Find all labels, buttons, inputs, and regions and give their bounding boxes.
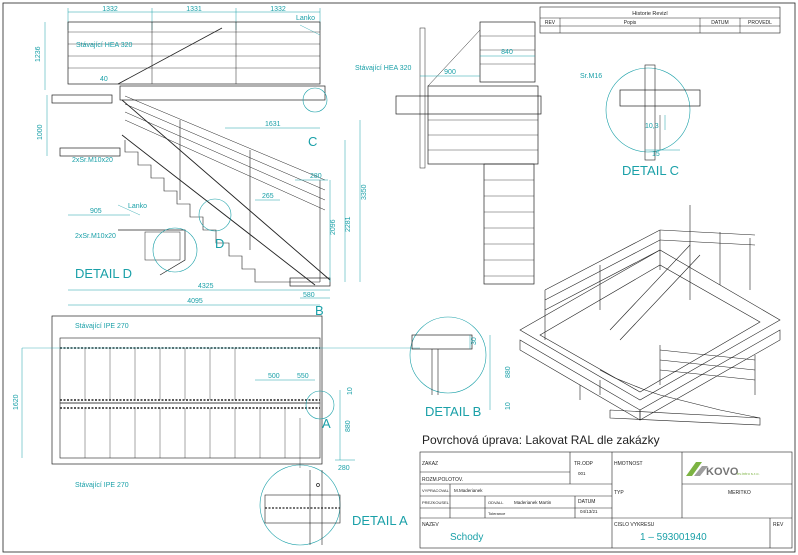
tb-odvall-label: ODVALL: [488, 500, 504, 505]
revision-table: Historie Revizí REV Popis DATUM PROVEDL: [539, 6, 781, 34]
dim-top-3: 1332: [270, 6, 286, 13]
tb-datum-value: 04/13/21: [580, 509, 598, 514]
revision-title: Historie Revizí: [632, 11, 668, 17]
label-screw-left: 2xSr.M10x20: [72, 157, 113, 164]
title-block: [419, 451, 793, 549]
side-elevation-view: [44, 8, 361, 299]
label-hea-right: Stávající HEA 320: [355, 65, 412, 72]
dim-40: 40: [100, 76, 108, 83]
front-view: [395, 21, 542, 285]
tb-meritko-label: MERITKO: [728, 490, 751, 496]
tb-odvall-value: Maderianek Martin: [514, 500, 552, 505]
dim-2281: 2281: [345, 216, 352, 232]
detail-b-view: [409, 316, 491, 410]
tb-rev-label: REV: [773, 522, 784, 528]
logo-sub: hv.intro s.r.o.: [737, 471, 760, 476]
rev-col-popis: Popis: [624, 20, 637, 26]
tb-cislo-value: 1 – 593001940: [640, 532, 707, 543]
dim-550: 550: [297, 373, 309, 380]
tb-prezkousel-label: PREZKOUSEL: [422, 500, 450, 505]
logo-text: KOVO: [706, 466, 739, 478]
detail-a-label: DETAIL A: [352, 513, 408, 528]
dim-840: 840: [501, 49, 513, 56]
dim-4325: 4325: [198, 283, 214, 290]
tb-cislo-label: CISLO VYKRESU: [614, 522, 655, 528]
detail-b-label: DETAIL B: [425, 404, 481, 419]
detail-c-view: [605, 64, 701, 161]
tb-vypracoval-label: VYPRACOVAL: [422, 488, 450, 493]
dim-10b: 10: [505, 402, 512, 410]
kovo-logo: KOVO hv.intro s.r.o.: [686, 462, 760, 478]
label-lanko-mid: Lanko: [128, 203, 147, 210]
dim-580: 580: [303, 292, 315, 299]
label-screw-c: Sr.M16: [580, 73, 602, 80]
dim-280b: 280: [338, 465, 350, 472]
dim-10-3: 10,3: [645, 123, 659, 130]
dim-1236: 1236: [35, 46, 42, 62]
dim-top-1: 1332: [102, 6, 118, 13]
dim-905: 905: [90, 208, 102, 215]
tb-datum-label: DATUM: [578, 499, 595, 505]
tb-tr-odp-label: TR.ODP: [574, 461, 594, 467]
tb-tr-odp-value: 001: [578, 471, 586, 476]
rev-col-rev: REV: [545, 20, 556, 26]
dim-30: 30: [471, 337, 478, 345]
tb-nazev-label: NAZEV: [422, 522, 439, 528]
detail-d-label: DETAIL D: [75, 266, 132, 281]
marker-c: C: [308, 134, 317, 149]
label-ipe-bottom: Stávající IPE 270: [75, 482, 129, 489]
tb-tolerance-label: Tolerance: [488, 511, 506, 516]
label-hea-left: Stávající HEA 320: [76, 42, 133, 49]
label-ipe-top: Stávající IPE 270: [75, 323, 129, 330]
dim-2096: 2096: [330, 219, 337, 235]
isometric-view: [519, 205, 781, 426]
dim-1631: 1631: [265, 121, 281, 128]
rev-col-datum: DATUM: [711, 20, 728, 26]
rev-col-provedl: PROVEDL: [748, 20, 772, 26]
marker-d: D: [215, 236, 224, 251]
dim-4095: 4095: [187, 298, 203, 305]
dim-1620: 1620: [13, 394, 20, 410]
dim-1000: 1000: [37, 124, 44, 140]
dim-280: 280: [310, 173, 322, 180]
label-lanko-top: Lanko: [296, 15, 315, 22]
tb-zakaz-label: ZAKAZ: [422, 461, 438, 467]
dim-10a: 10: [347, 387, 354, 395]
dim-500: 500: [268, 373, 280, 380]
detail-c-label: DETAIL C: [622, 163, 679, 178]
surface-treatment-note: Povrchová úprava: Lakovat RAL dle zakázk…: [422, 433, 660, 447]
marker-a: A: [322, 416, 331, 431]
tb-rozm-label: ROZM.POLOTOV.: [422, 477, 463, 483]
tb-vypracoval-value: M.Maderianek: [454, 488, 483, 493]
dim-top-2: 1331: [186, 6, 202, 13]
marker-b: B: [315, 303, 324, 318]
dim-3350: 3350: [361, 184, 368, 200]
dim-880a: 880: [345, 420, 352, 432]
dim-265: 265: [262, 193, 274, 200]
tb-nazev-value: Schody: [450, 532, 483, 543]
dim-15: 15: [652, 151, 660, 158]
dim-880b: 880: [505, 366, 512, 378]
plan-view: [21, 304, 420, 546]
label-screw-left-2: 2xSr.M10x20: [75, 233, 116, 240]
tb-hmotnost-label: HMOTNOST: [614, 461, 643, 467]
dim-900: 900: [444, 69, 456, 76]
tb-typ-label: TYP: [614, 490, 624, 496]
